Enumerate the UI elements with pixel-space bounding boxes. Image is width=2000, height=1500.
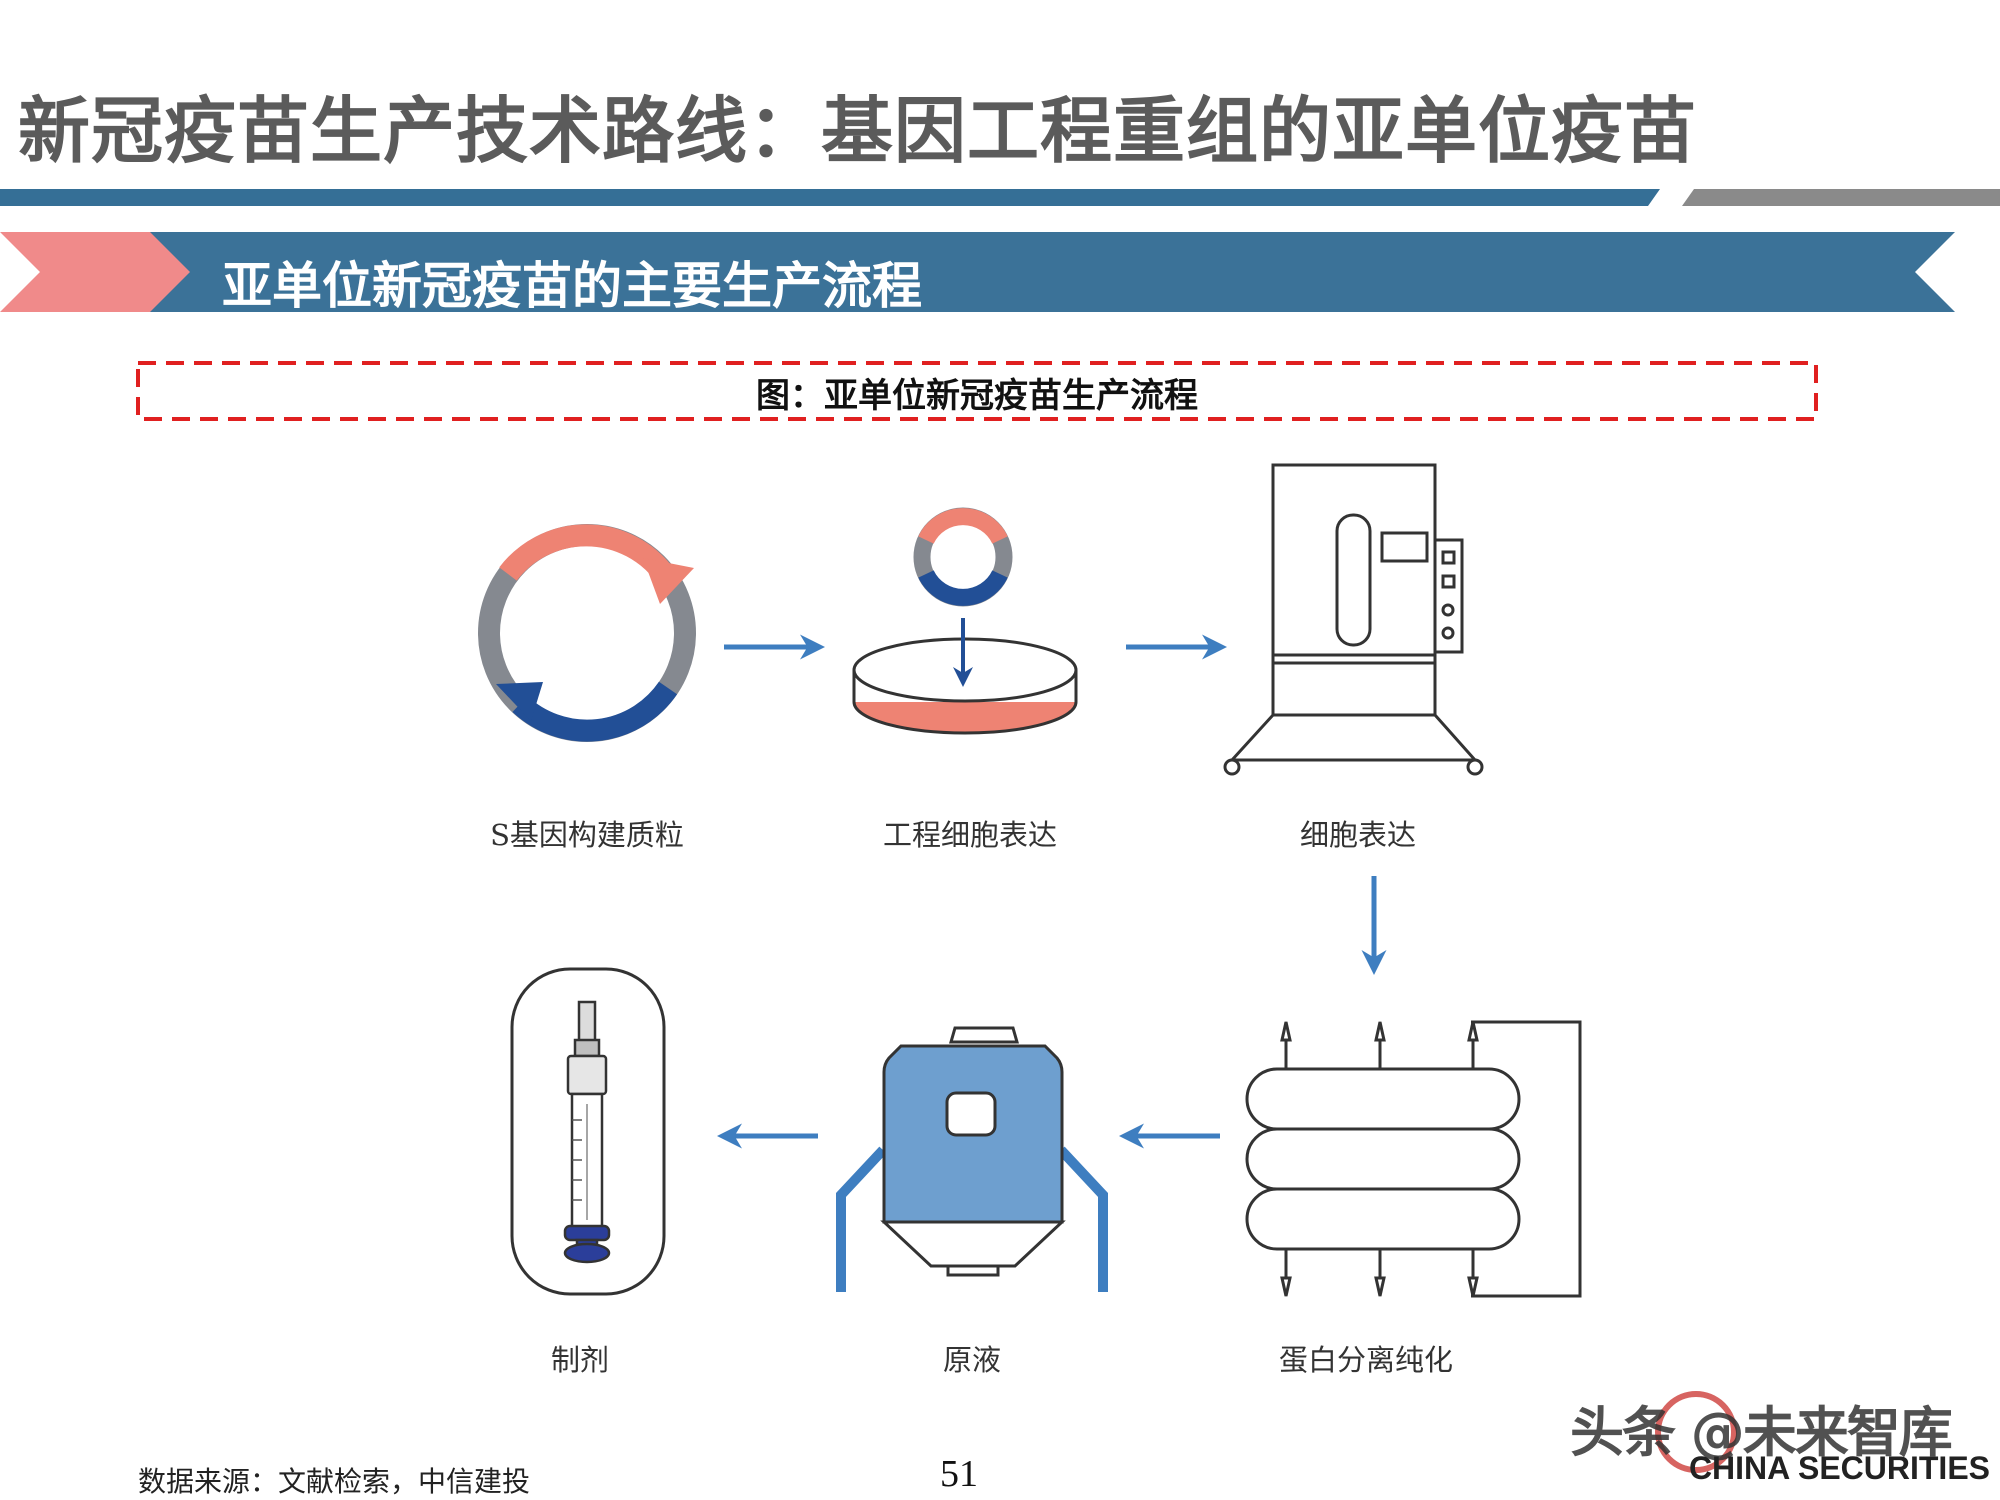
source-note: 数据来源：文献检索，中信建投: [138, 1465, 531, 1498]
step-label-cell-expression: 细胞表达: [1299, 818, 1416, 852]
step-label-protein-purification: 蛋白分离纯化: [1278, 1343, 1453, 1377]
watermark-subtext: CHINA SECURITIES: [1688, 1450, 1990, 1486]
syringe-icon: [510, 967, 666, 1296]
section-banner-title: 亚单位新冠疫苗的主要生产流程: [222, 257, 922, 315]
step-label-engineered-cell-expression: 工程细胞表达: [882, 818, 1057, 852]
page-title: 新冠疫苗生产技术路线：基因工程重组的亚单位疫苗: [18, 89, 1698, 173]
step-label-bulk-solution: 原液: [942, 1343, 1001, 1377]
petri-dish-icon: [852, 507, 1078, 735]
header-rule-primary: [0, 189, 1660, 206]
watermark: 头条 @未来智库 CHINA SECURITIES: [1570, 1388, 1990, 1500]
section-banner-chevron: [0, 232, 190, 312]
process-diagram: [478, 463, 1582, 1298]
bioreactor-cabinet-icon: [1223, 463, 1484, 776]
step-label-plasmid: S基因构建质粒: [490, 818, 684, 852]
watermark-logo-icon: [1655, 1391, 1737, 1473]
plasmid-icon: [478, 524, 696, 742]
header-rule-secondary: [1682, 189, 2000, 206]
page-number: 51: [940, 1453, 978, 1495]
header-decoration: [0, 189, 2000, 312]
section-banner-band: [150, 232, 1955, 312]
filtration-stack-icon: [1245, 1020, 1582, 1298]
storage-tank-icon: [836, 1026, 1108, 1292]
watermark-text: 头条 @未来智库: [1570, 1401, 1953, 1464]
figure-caption: 图：亚单位新冠疫苗生产流程: [756, 376, 1198, 416]
step-label-formulation: 制剂: [550, 1343, 609, 1377]
